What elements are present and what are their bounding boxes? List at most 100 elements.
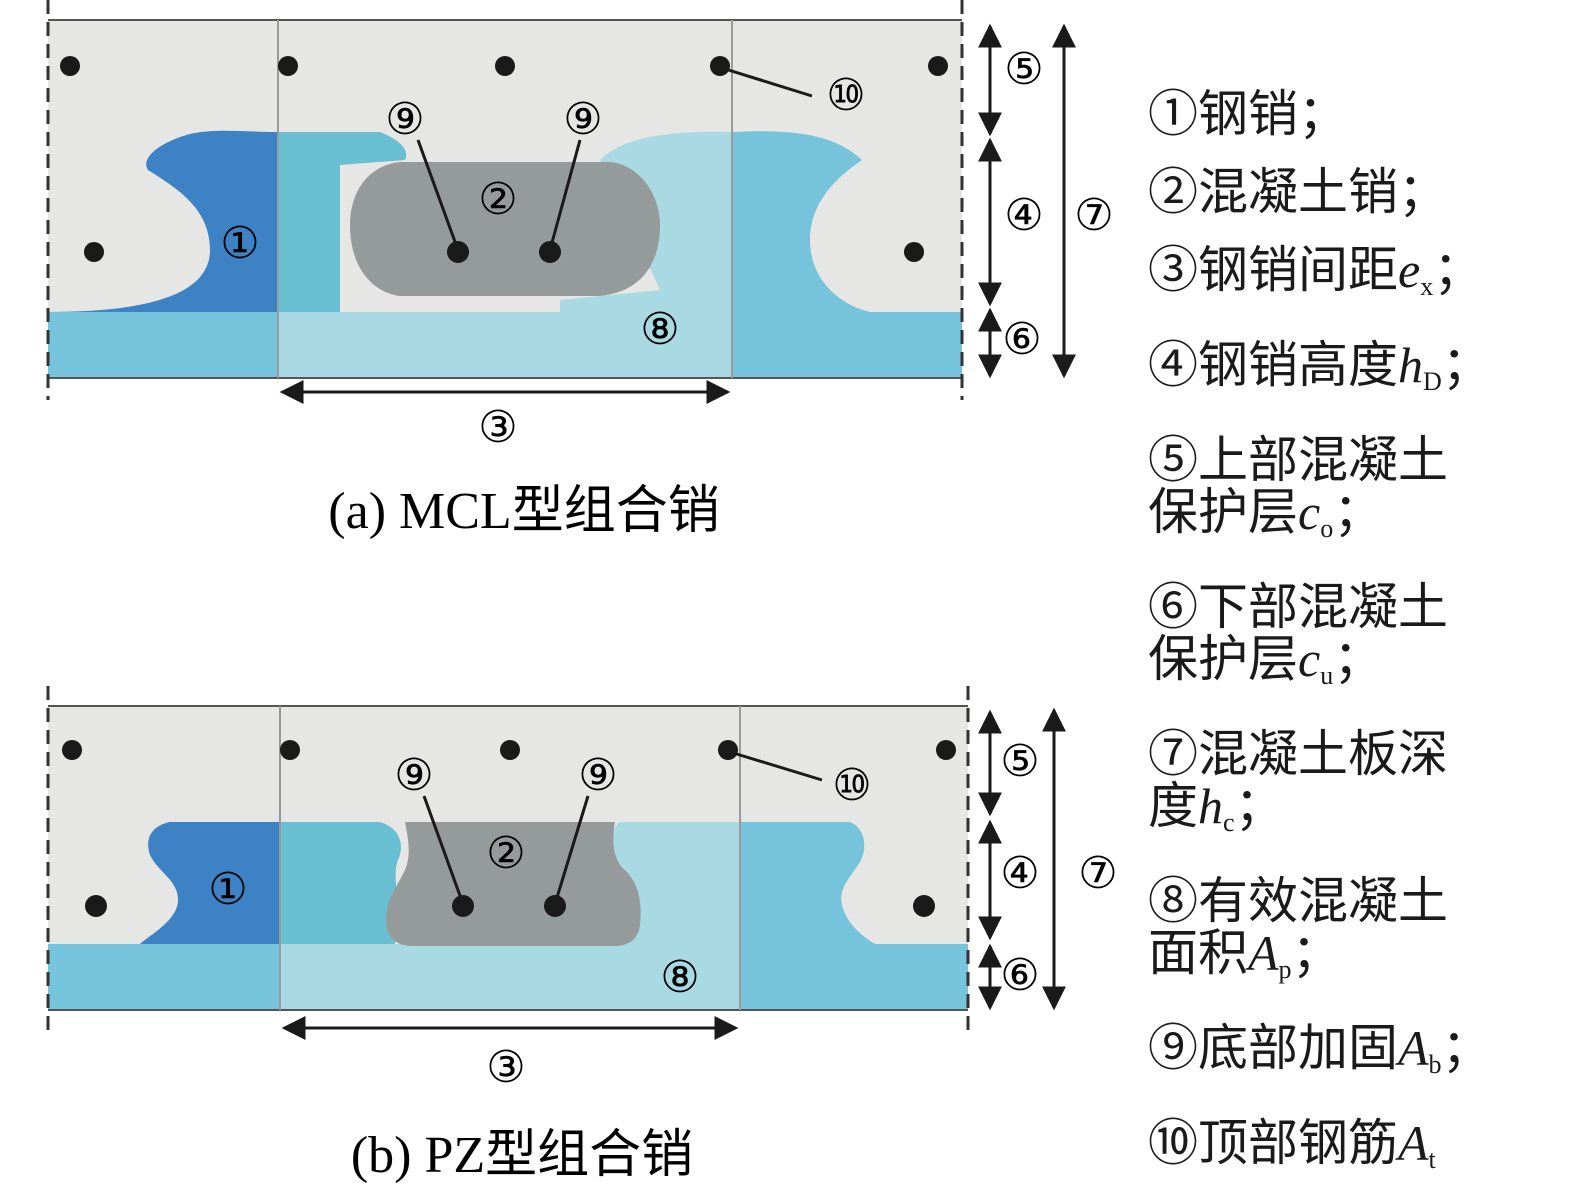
legend-item-subscript: x (1420, 272, 1434, 301)
panel-b-label-2: ② (486, 829, 525, 878)
panel-a-rebar (710, 56, 730, 76)
legend-item-text: 保护层 (1148, 484, 1298, 540)
legend-item-subscript: c (1223, 808, 1235, 837)
legend-item-punct: ； (1433, 242, 1484, 298)
legend-item-text: ⑥下部混凝土 (1148, 579, 1448, 635)
panel-b-label-1: ① (208, 865, 247, 914)
legend-item-punct: ； (1234, 778, 1285, 834)
panel-a-label-9a: ⑨ (385, 95, 424, 144)
legend-item-punct: ； (1441, 337, 1492, 393)
panel-a-leader-10 (721, 66, 813, 98)
panel-b-label-9b: ⑨ (578, 751, 617, 800)
panel-a-mcl: ① ② ③ ⑨ ⑨ ⑧ ⑩ ⑤ ④ ⑥ ⑦ (a) MCL型组合销 (46, 0, 1114, 540)
panel-b-concrete-dowel (386, 822, 641, 946)
panel-a-label-2: ② (478, 175, 517, 224)
panel-b-pz: ① ② ③ ⑨ ⑨ ⑧ ⑩ ⑤ ④ ⑥ ⑦ (b) PZ型组合销 (46, 686, 1118, 1184)
panel-b-label-8: ⑧ (660, 953, 699, 1002)
panel-b-rebar (913, 895, 935, 917)
legend-item: ⑩顶部钢筋At (1148, 1117, 1568, 1186)
legend-item-text: 保护层 (1148, 631, 1298, 687)
panel-b-flange-left (48, 944, 280, 1010)
panel-b-rebar (500, 740, 520, 760)
panel-b-label-7: ⑦ (1078, 849, 1117, 898)
panel-b-leader-9b (553, 795, 590, 905)
legend-item-subscript: u (1320, 661, 1334, 690)
panel-b-rebar (936, 740, 956, 760)
legend-item: 度hc； (1148, 780, 1568, 849)
legend-item: ⑦混凝土板深 (1148, 728, 1568, 780)
panel-a-caption: (a) MCL型组合销 (328, 483, 719, 540)
legend-item-symbol: h (1198, 778, 1223, 834)
panel-a-label-4: ④ (1004, 191, 1043, 240)
panel-a-rebar (278, 56, 298, 76)
legend-item-punct: ； (1333, 631, 1384, 687)
legend-item-subscript: o (1320, 514, 1334, 543)
legend-item-symbol: h (1398, 337, 1423, 393)
panel-b-rebar (280, 740, 300, 760)
legend-item-subscript: b (1428, 1050, 1442, 1079)
panel-a-concrete-dowel (350, 162, 660, 296)
legend-item-text: 面积 (1148, 925, 1248, 981)
panel-b-rebar (452, 895, 474, 917)
legend-item-punct: ； (1333, 484, 1384, 540)
panel-a-label-5: ⑤ (1004, 45, 1043, 94)
legend-item-subscript: t (1428, 1145, 1436, 1174)
panel-b-rebar (544, 895, 566, 917)
legend-item: 保护层cu； (1148, 633, 1568, 702)
legend-item: ①钢销； (1148, 88, 1568, 140)
legend-item-text: ⑦混凝土板深 (1148, 726, 1448, 782)
legend-item: 保护层co； (1148, 486, 1568, 555)
panel-a-label-8: ⑧ (640, 305, 679, 354)
panel-a-flange-left (48, 312, 278, 378)
panel-b-steel-light (612, 822, 740, 944)
legend-item-text: ①钢销； (1148, 86, 1348, 142)
panel-a-leader-9a (416, 139, 460, 251)
panel-b-label-5: ⑤ (1000, 737, 1039, 786)
legend-item: ⑨底部加固Ab； (1148, 1022, 1568, 1091)
legend-item-symbol: c (1298, 484, 1321, 540)
legend-item-text: ⑧有效混凝土 (1148, 873, 1448, 929)
legend-item: ③钢销间距ex； (1148, 244, 1568, 313)
panel-b-label-4: ④ (1000, 849, 1039, 898)
composite-dowel-figure: ① ② ③ ⑨ ⑨ ⑧ ⑩ ⑤ ④ ⑥ ⑦ (a) MCL型组合销 (46, 0, 1118, 1184)
panel-a-rebar (539, 241, 561, 263)
panel-a-label-7: ⑦ (1074, 191, 1113, 240)
panel-a-label-3: ③ (478, 403, 517, 452)
legend-item-symbol: A (1398, 1020, 1429, 1076)
panel-a-steel-mid (278, 132, 407, 312)
panel-a-flange-mid (278, 312, 732, 378)
panel-b-leader-9a (422, 795, 465, 905)
legend-item: ②混凝土销； (1148, 166, 1568, 218)
panel-a-steel-right (732, 131, 870, 312)
legend-item-symbol: A (1398, 1115, 1429, 1171)
legend-item-subscript: p (1278, 955, 1292, 984)
panel-a-flange-right (732, 312, 962, 378)
legend-item: 面积Ap； (1148, 927, 1568, 996)
panel-a-rebar (904, 242, 924, 262)
panel-b-flange-mid (280, 944, 740, 1010)
panel-b-steel-left (48, 822, 280, 944)
panel-a-steel-left (48, 130, 278, 312)
legend-item-punct: ； (1291, 925, 1342, 981)
panel-b-rebar (718, 740, 738, 760)
panel-a-label-9b: ⑨ (563, 95, 602, 144)
panel-a-label-6: ⑥ (1002, 315, 1041, 364)
legend-item: ⑥下部混凝土 (1148, 581, 1568, 633)
legend-item: ⑧有效混凝土 (1148, 875, 1568, 927)
panel-b-label-6: ⑥ (1000, 951, 1039, 1000)
legend-item-symbol: A (1248, 925, 1279, 981)
panel-b-steel-right (740, 822, 875, 944)
panel-b-rebar (85, 895, 107, 917)
panel-a-rebar (495, 56, 515, 76)
panel-b-steel-mid (280, 822, 401, 944)
legend-item-symbol: c (1298, 631, 1321, 687)
legend-item-text: ⑨底部加固 (1148, 1020, 1398, 1076)
legend-item-text: ⑩顶部钢筋 (1148, 1115, 1398, 1171)
legend-item-text: ②混凝土销； (1148, 164, 1448, 220)
panel-a-rebar (928, 56, 948, 76)
panel-a-label-1: ① (220, 219, 259, 268)
panel-a-rebar (84, 242, 104, 262)
panel-a-rebar (447, 241, 469, 263)
legend-item-punct: ； (1441, 1020, 1492, 1076)
legend-item: ④钢销高度hD； (1148, 339, 1568, 408)
